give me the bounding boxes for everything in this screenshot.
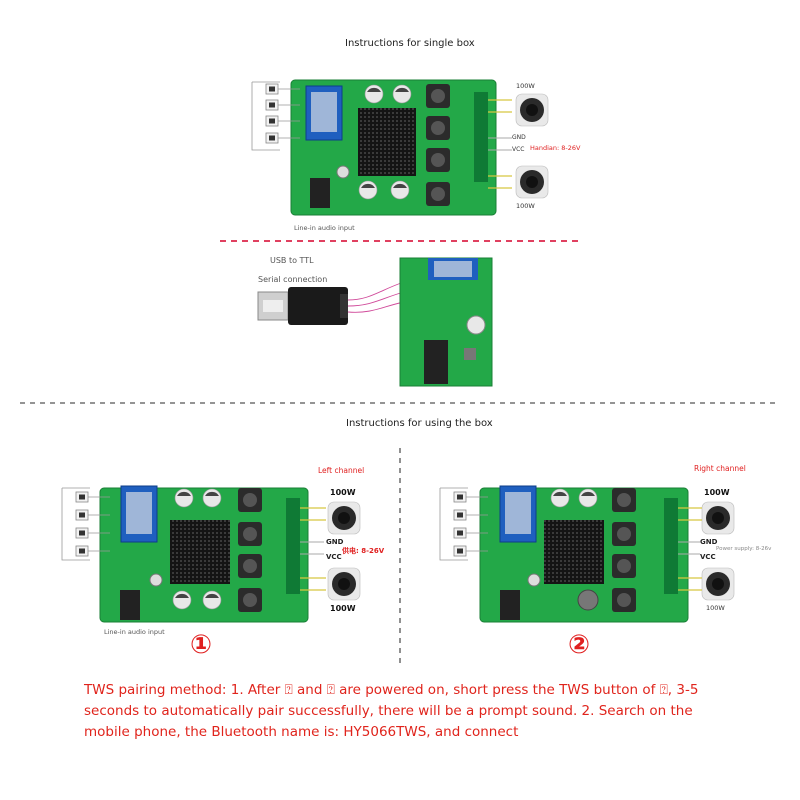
single-line-in-label: Line-in audio input <box>294 224 355 232</box>
single-gnd-label: GND <box>512 134 526 141</box>
usb-ttl-label: USB to TTL <box>270 256 314 265</box>
left-vcc-label: VCC <box>326 553 342 561</box>
single-watt-top: 100W <box>516 82 535 90</box>
single-box-buttons <box>251 81 300 151</box>
usb-ttl-adapter <box>257 281 405 325</box>
left-line-in-label: Line-in audio input <box>104 628 165 636</box>
single-power-note: Handian: 8-26V <box>530 144 581 152</box>
serial-connection-label: Serial connection <box>258 275 328 284</box>
single-box-board <box>290 79 497 216</box>
left-gnd-label: GND <box>326 538 344 546</box>
right-vcc-label: VCC <box>700 553 716 561</box>
single-watt-bottom: 100W <box>516 202 535 210</box>
left-box-buttons <box>61 487 110 561</box>
left-power-note: 供电: 8-26V <box>342 547 385 555</box>
left-channel-label: Left channel <box>318 466 365 475</box>
right-watt-top: 100W <box>704 488 730 497</box>
right-box-board <box>479 485 689 623</box>
right-number-badge: ② <box>568 630 591 660</box>
right-gnd-label: GND <box>700 538 718 546</box>
single-box-speakers <box>488 93 549 199</box>
serial-board <box>399 257 493 387</box>
tws-pairing-instructions: TWS pairing method: 1. After ⍰ and ⍰ are… <box>84 682 699 740</box>
right-box-speakers <box>678 501 735 601</box>
left-number-badge: ① <box>190 630 213 660</box>
right-watt-bottom: 100W <box>706 604 725 612</box>
left-box-board <box>99 485 309 623</box>
using-box-title: Instructions for using the box <box>346 418 493 429</box>
left-box-speakers <box>300 501 361 601</box>
left-watt-bottom: 100W <box>330 604 356 613</box>
right-channel-label: Right channel <box>694 464 746 473</box>
right-power-note: Power supply: 8-26v <box>716 546 772 552</box>
single-box-title: Instructions for single box <box>345 38 475 49</box>
right-box-buttons <box>439 487 488 561</box>
left-watt-top: 100W <box>330 488 356 497</box>
single-vcc-label: VCC <box>512 146 525 153</box>
